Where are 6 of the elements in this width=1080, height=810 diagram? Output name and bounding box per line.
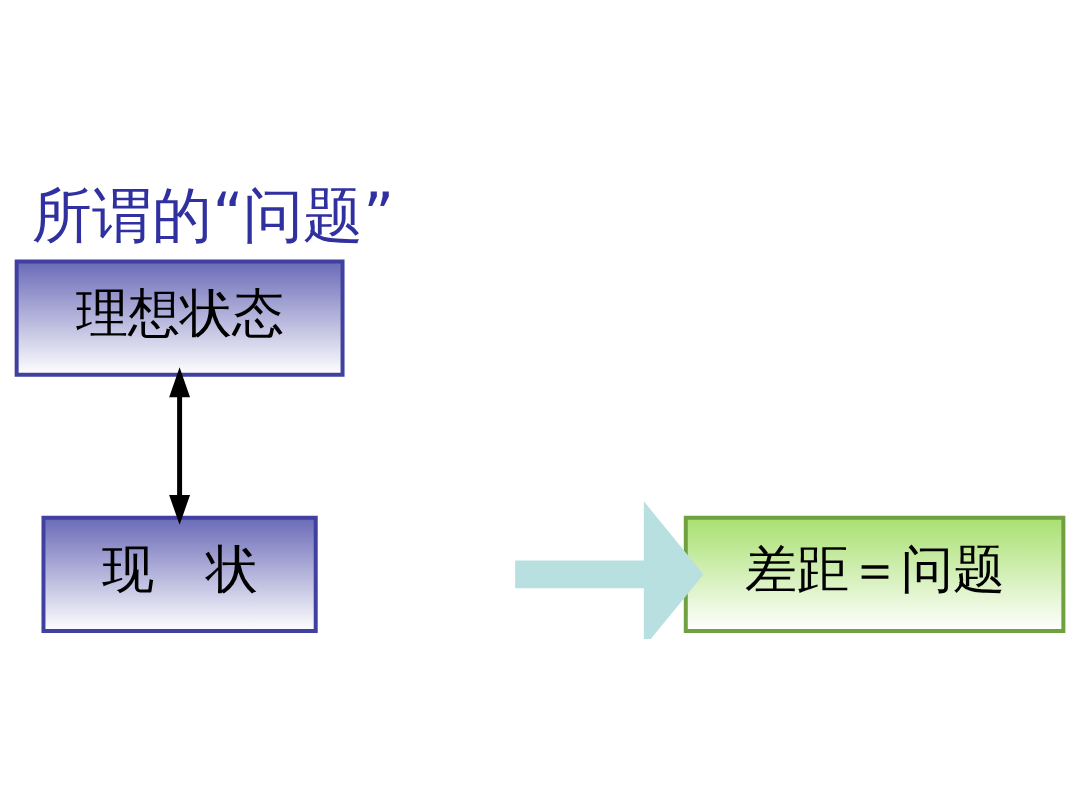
node-box: 理想状态	[14, 258, 345, 377]
node-box: 差距＝问题	[683, 515, 1066, 633]
node-box: 现 状	[41, 515, 318, 633]
arrow	[169, 366, 191, 525]
diagram-title: 所谓的“问题”	[32, 180, 395, 250]
arrow	[515, 500, 704, 639]
